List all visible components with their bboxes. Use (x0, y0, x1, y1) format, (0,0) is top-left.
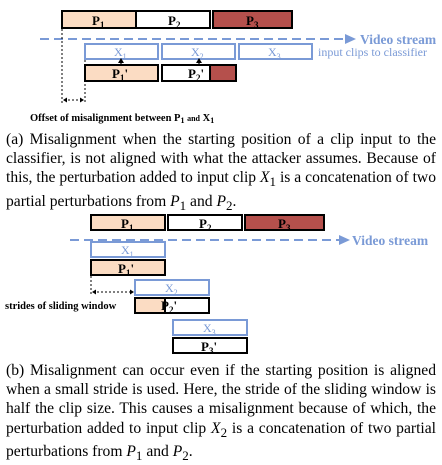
video-stream-label: Video stream (360, 32, 437, 47)
video-stream-arrowhead (345, 34, 356, 44)
input-clip-x1-label: X1 (114, 45, 127, 61)
figure-b: P1 P2 P3 Video stream X1 P1' X2 P2' stri… (0, 210, 442, 360)
input-clips-label: input clips to classifier (318, 45, 427, 59)
shifted-p1-label: P1' (118, 261, 134, 278)
caption-a: (a) Misalignment when the starting posit… (6, 131, 436, 213)
input-clip-x3-box (238, 43, 313, 60)
perturbation-p2-box (167, 214, 243, 231)
shifted-p2-label: P2' (188, 66, 204, 83)
perturbation-p2-label: P2 (199, 216, 212, 233)
input-clip-x1-box (90, 241, 166, 258)
shifted-p1-label: P1' (112, 66, 128, 83)
caption-b: (b) Misalignment can occur even if the s… (6, 362, 436, 464)
shifted-p2-red-part (209, 64, 237, 82)
input-clip-x1-label: X1 (121, 243, 134, 259)
offset-label: Offset of misalignment between P1 and X1 (30, 113, 214, 125)
input-clip-x2-box (134, 279, 210, 296)
shifted-p3-box (172, 337, 248, 354)
offset-arrow-left-head (63, 97, 67, 103)
shifted-p2-white-part (164, 297, 210, 314)
perturbation-p3-box (244, 214, 325, 231)
figure-a: P1 P2 P3 Video stream X1 X2 X3 input cli… (0, 0, 442, 128)
perturbation-p1-box (90, 214, 166, 231)
shifted-p1-box (90, 259, 166, 276)
up-arrow-x1-head (118, 58, 124, 63)
perturbation-p3-box (212, 10, 293, 29)
perturbation-p1-label: P1 (92, 13, 105, 30)
figure-b-diagram: P1 P2 P3 Video stream X1 P1' X2 P2' stri… (5, 214, 429, 356)
video-stream-arrowhead (339, 235, 350, 245)
stride-label: strides of sliding window (5, 301, 117, 312)
stride-arrow-left-head (92, 289, 96, 295)
perturbation-p2-label: P2 (168, 13, 181, 30)
video-stream-label: Video stream (352, 233, 429, 248)
figure-a-diagram: P1 P2 P3 Video stream X1 X2 X3 input cli… (30, 10, 437, 125)
stride-arrow-right-head (130, 289, 134, 295)
perturbation-p1-label: P1 (121, 216, 134, 233)
input-clip-x3-label: X3 (203, 321, 216, 337)
input-clip-x3-label: X3 (268, 45, 281, 61)
offset-arrow-right-head (80, 97, 84, 103)
shifted-p3-label: P3' (201, 339, 217, 356)
shifted-p2-label: P2' (161, 298, 177, 315)
input-clip-x2-label: X2 (191, 45, 204, 61)
perturbation-p3-label: P3 (278, 216, 291, 233)
up-arrow-x2-head (196, 58, 202, 63)
perturbation-p3-label: P3 (246, 13, 259, 30)
perturbation-p2-box (135, 10, 211, 29)
input-clip-x3-box (172, 319, 248, 336)
input-clip-x2-label: X2 (165, 281, 178, 297)
